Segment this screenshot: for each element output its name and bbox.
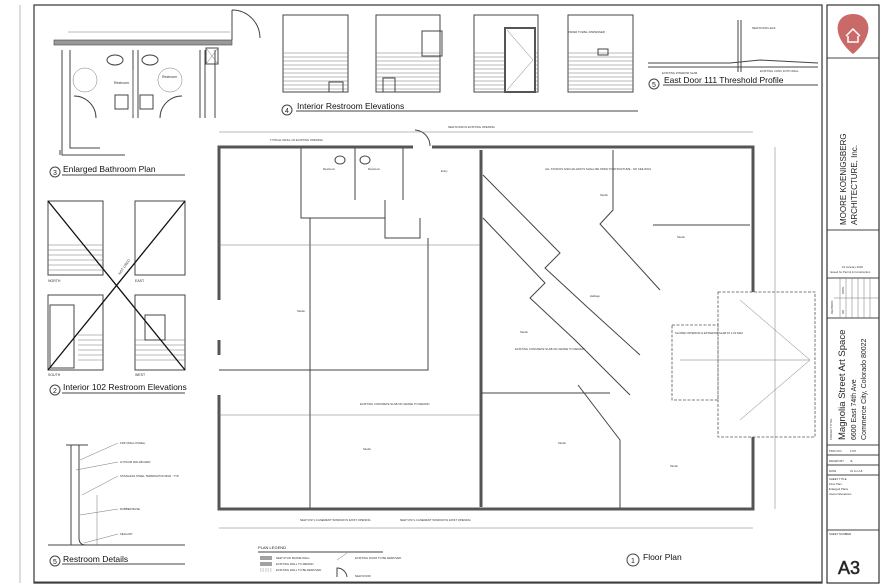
view-title: Enlarged Bathroom Plan [63, 164, 156, 174]
room-tag: Entry [441, 169, 448, 173]
callout: RUBBER BASE [120, 507, 140, 511]
view-title: Floor Plan [643, 552, 682, 562]
note: ALL STUDIOS AND HALLWAYS SHALL BE OPEN T… [545, 167, 651, 171]
view-number: 5 [652, 82, 656, 89]
callout: PAPER TOWEL DISPENSER [568, 30, 605, 34]
revision-header: REVISION [830, 301, 834, 314]
room-tag: Restroom [368, 167, 381, 171]
callout: EXISTING INTERIOR SLAB [662, 71, 697, 75]
threshold-profile: NEW DOOR LEAF EXISTING INTERIOR SLAB EXI… [648, 20, 819, 90]
label-east: EAST [135, 279, 145, 283]
date-label: DATE [829, 469, 836, 473]
note: EXISTING CONCRETE SLAB ON GRADE TO REMAI… [360, 402, 429, 406]
room-label: Restroom [114, 81, 129, 85]
view-title: Interior 102 Restroom Elevations [63, 382, 187, 392]
room-tag: Hallway [590, 294, 600, 298]
callout: SEALANT [120, 532, 133, 536]
project-title-label: PROJECT TITLE [829, 419, 833, 440]
project-address2: Commerce City, Colorado 80022 [861, 338, 868, 440]
view-number: 1 [631, 558, 635, 565]
view-title: East Door 111 Threshold Profile [664, 75, 784, 85]
view-title: Interior Restroom Elevations [297, 101, 404, 111]
view-number: 2 [53, 388, 57, 395]
interior-102-elevations: NORTH EAST SOUTH WEST NOT USED 2 Interio… [47, 200, 187, 396]
note: NEW DOOR IN EXISTING OPENING [448, 125, 495, 129]
revision-date-header: DATE [841, 287, 845, 294]
callout: FRP (WALL PANEL) [120, 441, 145, 445]
note: SLOPED INTERIOR & EXTERIOR SLAB AT 1:20 … [675, 331, 743, 335]
label-north: NORTH [48, 279, 61, 283]
not-used-label: NOT USED [118, 258, 132, 275]
room-tag: Studio [677, 235, 685, 239]
sheet-border [33, 4, 823, 584]
note: TYPICAL INFILL OF EXISTING OPENING [270, 138, 323, 142]
project-address1: 6600 East 74th Ave [851, 379, 858, 440]
sheet-title-line: Enlarged Plans [829, 487, 849, 491]
room-tag: Studio [297, 309, 305, 313]
note: NEW VINYL CASEMENT WINDOW IN EXIST OPENI… [300, 518, 371, 522]
firm-name: MOORE KOENIGSBERG [839, 133, 848, 225]
room-tag: Studio [558, 441, 566, 445]
date: 01 Jun 18 [850, 469, 863, 473]
floor-plan: TYPICAL INFILL OF EXISTING OPENING NEW D… [34, 125, 822, 583]
legend-item: NEW DOOR [355, 574, 371, 578]
legend-item: NEW STUD FRAME WALL [276, 556, 310, 560]
project-name: Magnolia Street Art Space [837, 330, 848, 440]
room-tag: Restroom [323, 167, 336, 171]
room-tag: Studio [670, 464, 678, 468]
sheet-title-line: Floor Plan [829, 482, 842, 486]
project-no: 1707 [850, 449, 857, 453]
sheet-title-label: SHEET TITLE [829, 477, 847, 481]
issue-date: 19 January 2018 [842, 265, 863, 269]
room-tag: Studio [520, 330, 528, 334]
plan-legend: PLAN LEGEND NEW STUD FRAME WALL EXISTING… [258, 545, 401, 578]
enlarged-bathroom-plan: Restroom Restroom 3 Enlarged Bathroom Pl… [49, 9, 261, 178]
sheet-number-label: SHEET NUMBER [829, 532, 851, 536]
interior-restroom-elevations: PAPER TOWEL DISPENSER 4 Interior Restroo… [281, 14, 638, 116]
view-title: Restroom Details [63, 554, 128, 564]
callout: EXISTING CONC FOTN WALL [760, 69, 799, 73]
legend-title: PLAN LEGEND [258, 545, 286, 550]
note: NEW VINYL CASEMENT WINDOW IN EXIST OPENI… [400, 518, 471, 522]
legend-item: EXISTING WALL TO REMAIN [276, 562, 313, 566]
drawn-by: JL [850, 459, 853, 463]
callout: NEW DOOR LEAF [752, 26, 776, 30]
drawn-by-label: DRAWN BY [829, 459, 844, 463]
revision-no-header: NO [841, 309, 845, 314]
sheet-title-line: Interior Elevations [829, 492, 852, 496]
view-number: 5 [53, 559, 57, 566]
restroom-details: FRP (WALL PANEL) GYPSUM WALLBOARD STAINL… [48, 441, 185, 567]
room-tag: Studio [363, 447, 371, 451]
callout: STAINLESS STEEL TERMINATION BAR - TYP [120, 474, 179, 478]
project-no-label: PROJ NO. [829, 449, 842, 453]
legend-item: EXISTING DOOR TO BE REMOVED [355, 556, 401, 560]
view-number: 4 [285, 108, 289, 115]
firm-name-line2: ARCHITECTURE, Inc. [850, 145, 859, 225]
label-south: SOUTH [48, 373, 61, 377]
label-west: WEST [135, 373, 146, 377]
legend-item: EXISTING WALL TO BE REMOVED [276, 568, 321, 572]
room-label: Restroom [162, 75, 177, 79]
firm-logo [837, 14, 869, 54]
note: EXISTING CONCRETE SLAB ON GRADE TO REMAI… [515, 347, 584, 351]
view-number-bubble [49, 166, 61, 178]
callout: GYPSUM WALLBOARD [120, 460, 150, 464]
issue-note: Issued for Permit & Construction [830, 270, 871, 274]
view-number: 3 [53, 170, 57, 177]
title-block: MOORE KOENIGSBERG ARCHITECTURE, Inc. 19 … [826, 4, 880, 584]
sheet-number: A3 [838, 558, 860, 578]
room-tag: Studio [600, 193, 608, 197]
